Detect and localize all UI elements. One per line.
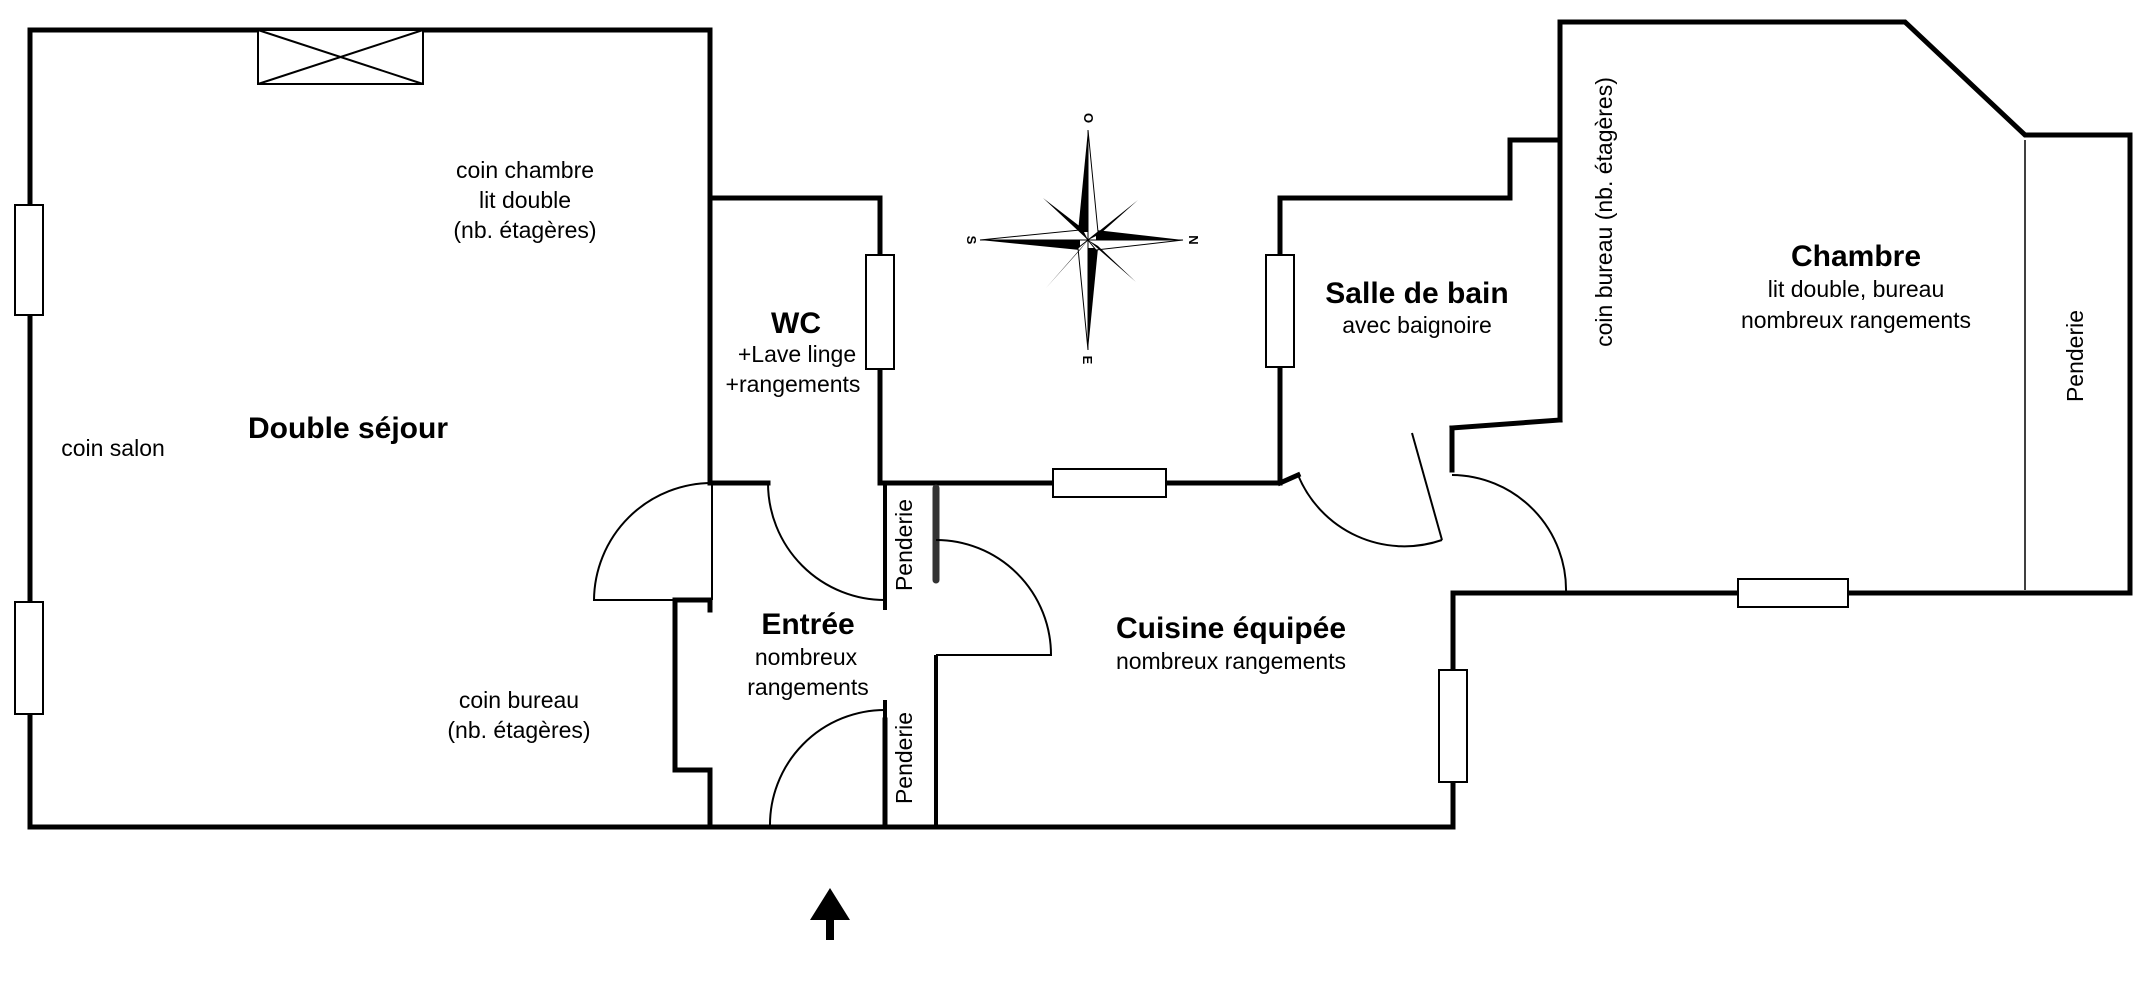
window-sejour-west-2 — [14, 601, 44, 715]
chambre-title: Chambre — [1791, 240, 1921, 273]
door-wc — [767, 482, 886, 601]
compass-n-label: N — [1186, 235, 1201, 244]
sdb-line1: avec baignoire — [1342, 312, 1492, 338]
compass-s-label: S — [964, 236, 979, 245]
chambre-line1: lit double, bureau — [1768, 276, 1944, 302]
entree-line1: nombreux — [755, 644, 858, 670]
window-sdb — [1265, 254, 1295, 368]
wc-title: WC — [771, 307, 821, 340]
wc-line1: +Lave linge — [738, 341, 856, 367]
sejour-coin-bureau-line1: coin bureau — [459, 687, 579, 713]
door-sdb-leaf — [1411, 432, 1443, 541]
sdb-wall-inner — [1449, 417, 1563, 431]
entree-penderie-top: Penderie — [891, 499, 917, 591]
sejour-coin-salon: coin salon — [61, 435, 165, 461]
door-sejour — [592, 482, 713, 601]
window-wc — [865, 254, 895, 370]
sdb-door-jamb — [1276, 471, 1302, 487]
wc-wall — [707, 195, 883, 486]
window-corridor — [1052, 468, 1167, 498]
entree-penderie-bottom: Penderie — [891, 712, 917, 804]
doors — [592, 432, 1568, 828]
sejour-title: Double séjour — [248, 412, 448, 445]
window-cuisine — [1438, 669, 1468, 783]
sejour-coin-chambre-line2: lit double — [479, 187, 571, 213]
sejour-coin-bureau-line2: (nb. étagères) — [447, 717, 590, 743]
window-sejour-west-1 — [14, 204, 44, 316]
cuisine-title: Cuisine équipée — [1116, 612, 1346, 645]
entree-line2: rangements — [747, 674, 868, 700]
sejour-coin-chambre-line3: (nb. étagères) — [453, 217, 596, 243]
window-chambre — [1737, 578, 1849, 608]
sejour-wall-east-lower — [672, 597, 713, 830]
chambre-coin-bureau: coin bureau (nb. étagères) — [1591, 77, 1617, 347]
compass-o-label: O — [1081, 113, 1096, 123]
compass-rose-icon: O N S E — [964, 113, 1201, 365]
wc-line2: +rangements — [726, 371, 861, 397]
chambre-line2: nombreux rangements — [1741, 307, 1971, 333]
door-entree — [768, 709, 886, 828]
entree-wall-south — [707, 717, 888, 830]
chambre-penderie: Penderie — [2062, 310, 2088, 402]
cuisine-wall-east — [1450, 590, 1569, 673]
compass-e-label: E — [1080, 356, 1095, 365]
chimney-icon — [257, 29, 424, 85]
door-chambre — [1451, 474, 1568, 594]
entrance-arrow-icon — [810, 888, 850, 940]
windows — [14, 204, 1849, 783]
chambre-wall — [1557, 19, 2133, 596]
cuisine-line1: nombreux rangements — [1116, 648, 1346, 674]
door-sdb — [1297, 474, 1443, 548]
sdb-title: Salle de bain — [1325, 277, 1508, 310]
cuisine-wall-south — [882, 757, 1456, 830]
door-cuisine — [935, 539, 1053, 656]
entree-title: Entrée — [761, 608, 854, 641]
sejour-coin-chambre-line1: coin chambre — [456, 157, 594, 183]
